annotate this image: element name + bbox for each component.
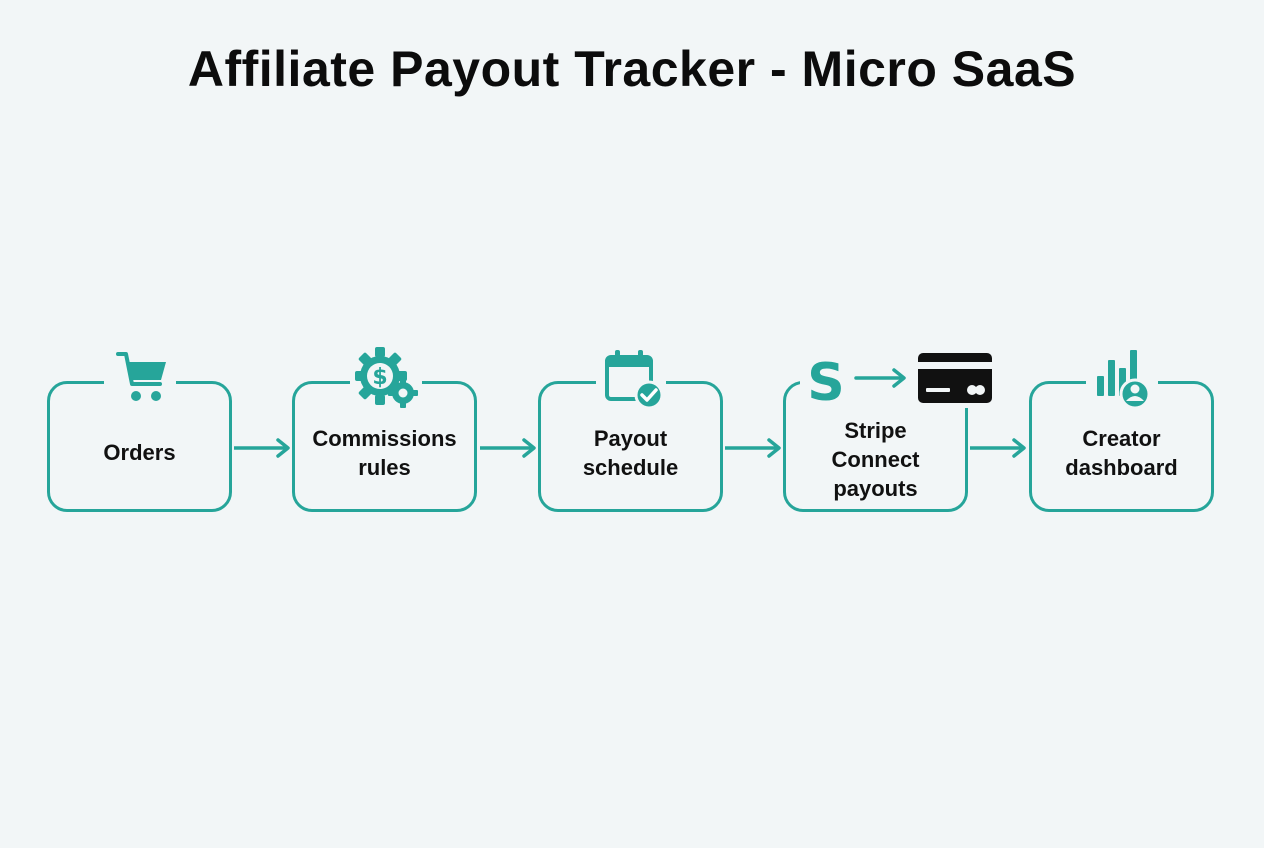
step-commissions-rules: Commissions rules <box>292 381 477 512</box>
step-creator-dashboard-label: Creator dashboard <box>1065 425 1178 480</box>
chart-user-icon <box>1086 346 1158 410</box>
stripe-to-card-icon: S <box>800 348 996 408</box>
flow-arrow-3 <box>725 436 785 460</box>
step-orders-label: Orders <box>103 440 176 465</box>
step-payout-schedule-label: Payout schedule <box>582 425 679 480</box>
shopping-cart-icon <box>104 348 176 408</box>
step-stripe-connect-payouts-label: Stripe Connect payouts <box>831 418 920 501</box>
svg-text:S: S <box>807 353 844 408</box>
step-commissions-rules-label: Commissions rules <box>312 425 457 480</box>
step-payout-schedule: Payout schedule <box>538 381 723 512</box>
svg-text:$: $ <box>372 365 387 390</box>
flow-arrow-4 <box>970 436 1030 460</box>
flow-arrow-1 <box>234 436 294 460</box>
calendar-check-icon <box>596 346 666 410</box>
flow-arrow-2 <box>480 436 540 460</box>
diagram-title: Affiliate Payout Tracker - Micro SaaS <box>187 41 1077 97</box>
dollar-gear-icon: $ <box>350 345 422 409</box>
